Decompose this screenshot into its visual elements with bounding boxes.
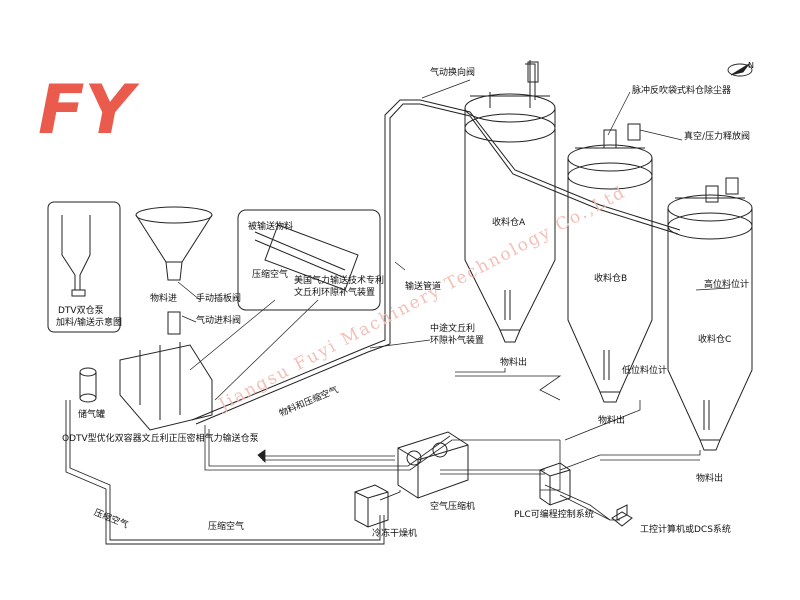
air-tank-label: 储气罐: [78, 410, 106, 420]
material-out-a-label: 物料出: [500, 358, 528, 368]
ring-gap-label: 环隙补气装置: [430, 336, 485, 346]
pneumatic-feed-valve-label: 气动进料阀: [196, 316, 242, 326]
pump-skid: [119, 311, 213, 431]
low-level-gauge-label: 低位料位计: [622, 366, 668, 376]
compressed-air-inset-label: 压缩空气: [252, 270, 289, 280]
compass-label: N: [748, 61, 754, 70]
silo-c-label: 收料仓C: [698, 335, 732, 345]
svg-text:FY: FY: [38, 78, 140, 138]
compressed-air-bottom-label: 压缩空气: [208, 522, 245, 532]
pulse-dust-collector-label: 脉冲反吹袋式料仓除尘器: [632, 86, 732, 96]
material-out-b-label: 物料出: [598, 416, 626, 426]
feed-hopper: [135, 206, 213, 281]
air-compressor: [397, 431, 469, 499]
plc-cabinet: [539, 462, 571, 506]
compressed-air-line: [65, 400, 401, 545]
callout-lines: [177, 79, 731, 401]
conveying-pipeline: [191, 99, 681, 425]
silo-a-label: 收料仓A: [492, 218, 526, 228]
material-in-label: 物料进: [150, 294, 178, 304]
control-lines: [204, 368, 701, 521]
dtv-line2: 加料/输送示意图: [56, 318, 123, 328]
conveyed-material-label: 被输送物料: [248, 222, 294, 232]
dryer: [354, 484, 389, 528]
venturi-inset-box: [237, 209, 381, 311]
plc-label: PLC可编程控制系统: [514, 510, 594, 520]
silo-b-label: 收料仓B: [594, 274, 628, 284]
material-out-c-label: 物料出: [696, 474, 724, 484]
pump-caption: ODTV型优化双容器文丘利正压密相气力输送仓泵: [62, 434, 259, 444]
dryer-label: 冷冻干燥机: [372, 529, 418, 539]
dtv-line1: DTV双仓泵: [58, 306, 104, 316]
compass-icon: [727, 63, 753, 77]
conveying-pipe-label: 输送管道: [405, 282, 442, 292]
dtv-inset-box: [47, 201, 121, 333]
manual-gate-label: 手动插板阀: [196, 294, 242, 304]
air-compressor-label: 空气压缩机: [430, 502, 476, 512]
mid-venturi-label: 中途文丘利: [430, 324, 476, 334]
high-level-gauge-label: 高位料位计: [704, 280, 750, 290]
us-tech-line1: 美国气力输送技术专利: [294, 276, 385, 286]
fy-logo: FY: [38, 78, 140, 138]
silo-c-drawing: [667, 177, 753, 451]
silo-b-drawing: [567, 123, 653, 403]
computer-label: 工控计算机或DCS系统: [640, 525, 731, 535]
air-tank: [79, 367, 97, 403]
silo-a-drawing: [464, 60, 556, 343]
computer: [611, 504, 633, 527]
pneumatic-diverter-label: 气动换向阀: [430, 68, 476, 78]
us-tech-line2: 文丘利环隙补气装置: [294, 288, 376, 298]
vacuum-relief-valve-label: 真空/压力释放阀: [684, 132, 751, 142]
